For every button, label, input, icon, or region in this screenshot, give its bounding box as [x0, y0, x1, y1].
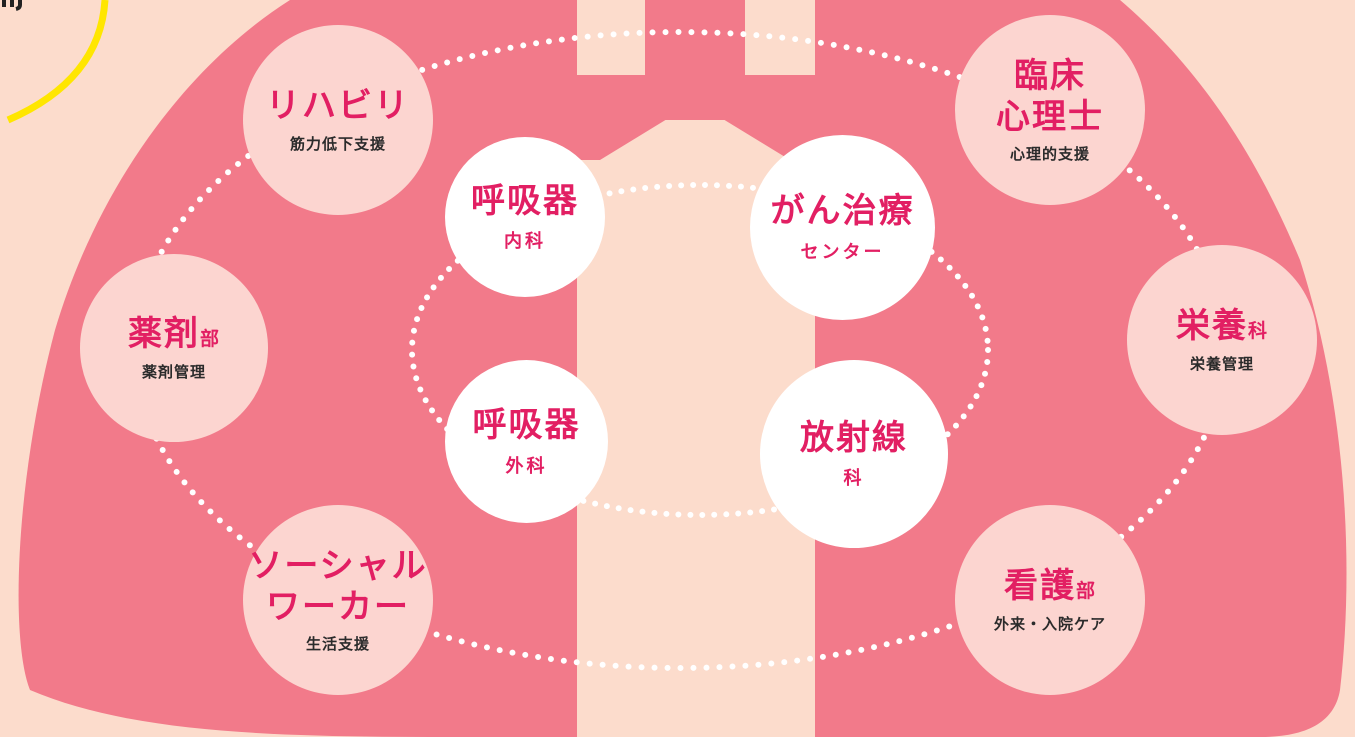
node-title: 呼吸器	[471, 180, 579, 221]
corner-logo-fragment	[2, 0, 22, 11]
node-title: 呼吸器	[472, 405, 581, 446]
node-title: がん治療	[770, 191, 915, 232]
title-line: 臨床	[1014, 55, 1086, 96]
node-subtitle: 心理的支援	[1009, 145, 1090, 164]
title-main: 薬剤	[127, 314, 200, 355]
title-suffix: 科	[1247, 320, 1268, 343]
node-nutrition: 栄養科 栄養管理	[1127, 245, 1317, 435]
node-title: 薬剤部	[128, 314, 220, 355]
inner-ring-dots	[409, 182, 991, 518]
node-respiratory-medicine: 呼吸器 内科	[445, 137, 605, 297]
node-radiology: 放射線 科	[760, 360, 948, 548]
corner-arc	[6, 0, 109, 124]
bronchus-right	[700, 75, 815, 160]
node-title: 臨床 心理士	[996, 56, 1104, 138]
title-main: 栄養	[1175, 306, 1248, 347]
bronchus-left	[575, 75, 690, 160]
node-subtitle: センター	[800, 241, 885, 263]
node-title: 栄養科	[1176, 306, 1268, 347]
node-rehabilitation: リハビリ 筋力低下支援	[243, 25, 433, 215]
node-subtitle: 筋力低下支援	[289, 134, 386, 153]
node-title: 放射線	[800, 417, 908, 458]
title-suffix: 部	[199, 328, 220, 351]
title-suffix: 部	[1075, 580, 1096, 603]
node-clinical-psychologist: 臨床 心理士 心理的支援	[955, 15, 1145, 205]
node-title: ソーシャル ワーカー	[248, 546, 427, 628]
title-main: 看護	[1003, 566, 1076, 607]
node-subtitle: 生活支援	[305, 635, 370, 654]
node-subtitle: 科	[843, 468, 865, 490]
node-cancer-center: がん治療 センター	[750, 135, 935, 320]
node-title: 看護部	[1004, 566, 1096, 607]
title-line: 心理士	[996, 96, 1104, 137]
node-nursing: 看護部 外来・入院ケア	[955, 505, 1145, 695]
node-subtitle: 外来・入院ケア	[993, 614, 1106, 633]
node-subtitle: 栄養管理	[1189, 354, 1254, 373]
title-line: ソーシャル	[248, 545, 428, 586]
node-subtitle: 薬剤管理	[141, 362, 206, 381]
node-title: リハビリ	[266, 86, 410, 127]
node-subtitle: 外科	[505, 455, 548, 477]
node-subtitle: 内科	[504, 231, 546, 253]
node-respiratory-surgery: 呼吸器 外科	[445, 360, 608, 523]
left-lung	[18, 0, 577, 737]
right-lung	[815, 0, 1347, 737]
title-line: ワーカー	[265, 586, 410, 627]
node-pharmacy: 薬剤部 薬剤管理	[80, 254, 268, 442]
node-social-worker: ソーシャル ワーカー 生活支援	[243, 505, 433, 695]
